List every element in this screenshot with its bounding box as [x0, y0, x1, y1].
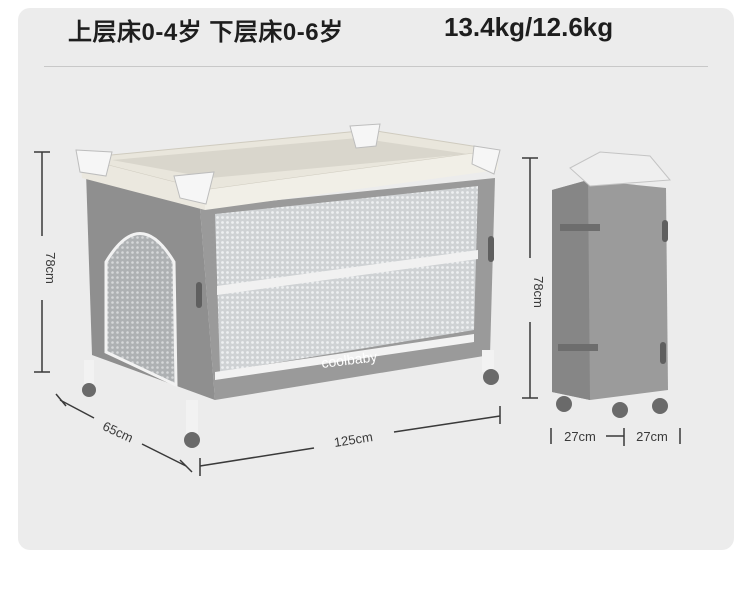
crib-handle — [488, 236, 494, 262]
crib-top-opening — [112, 138, 468, 178]
folded-width-a-label: 27cm — [564, 429, 596, 444]
crib-leg — [84, 360, 94, 386]
folded-width-b-label: 27cm — [636, 429, 668, 444]
folded-handle — [662, 220, 668, 242]
crib-leg — [186, 400, 198, 434]
crib-wheel — [82, 383, 96, 397]
header-divider — [44, 66, 708, 67]
folded-strap — [558, 344, 598, 351]
crib-handle — [196, 282, 202, 308]
crib-wheel — [184, 432, 200, 448]
folded-handle — [660, 342, 666, 364]
folded-wheel — [612, 402, 628, 418]
crib-side-window — [104, 232, 178, 388]
age-range-text: 上层床0-4岁 下层床0-6岁 — [68, 19, 344, 46]
crib-folded — [552, 151, 672, 418]
weight-text: 13.4kg/12.6kg — [444, 12, 614, 42]
corner-cap-front-right — [471, 145, 501, 175]
folded-height-label: 78cm — [531, 276, 546, 308]
crib-leg — [482, 350, 494, 372]
corner-cap-back-left — [75, 149, 113, 177]
folded-wheel — [652, 398, 668, 414]
open-depth-label: 65cm — [100, 418, 135, 445]
folded-strap — [560, 224, 600, 231]
crib-top-rail-left — [80, 158, 205, 210]
crib-wheel — [483, 369, 499, 385]
folded-side — [552, 180, 590, 400]
crib-open: coolbaby — [75, 123, 501, 448]
crib-middle-rail — [217, 250, 478, 295]
corner-cap-back-right — [349, 123, 381, 149]
open-length-label: 125cm — [333, 429, 374, 450]
corner-cap-front-left — [173, 171, 215, 205]
folded-top-caps — [569, 151, 672, 187]
crib-front-mesh — [215, 186, 478, 372]
open-height-label: 78cm — [43, 252, 58, 284]
dimension-lines — [34, 151, 681, 476]
brand-logo: coolbaby — [320, 348, 378, 371]
crib-bottom-trim — [215, 334, 474, 380]
folded-wheel — [556, 396, 572, 412]
crib-top-rail-front — [205, 150, 498, 210]
